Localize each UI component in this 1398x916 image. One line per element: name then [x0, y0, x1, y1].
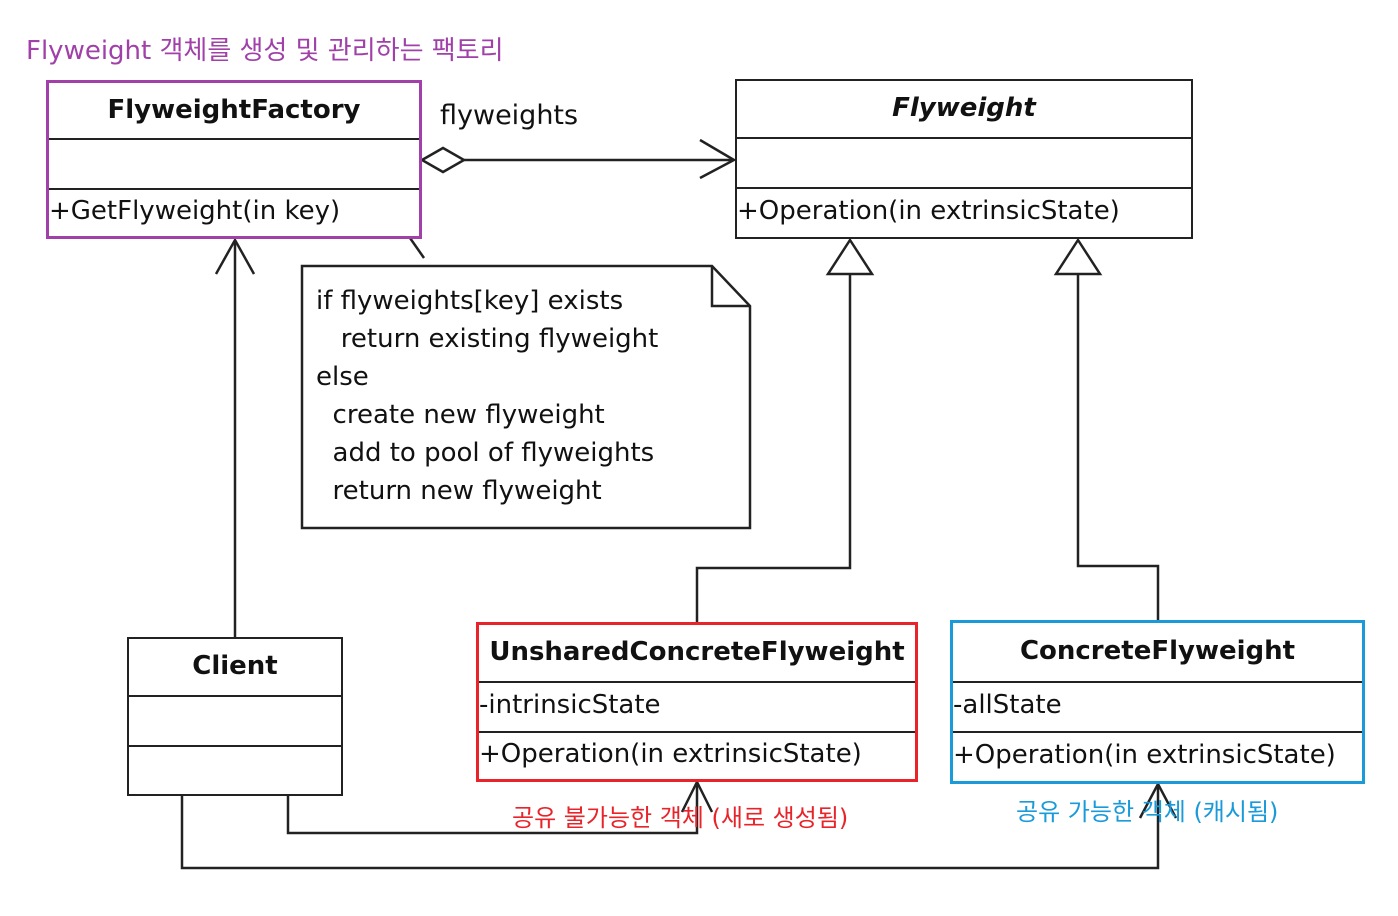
concrete-generalization-triangle — [1053, 237, 1103, 276]
client-concrete-line — [180, 784, 1160, 870]
class-flyweight-factory[interactable]: FlyweightFactory +GetFlyweight(in key) — [46, 80, 422, 239]
class-operations: +Operation(in extrinsicState) — [953, 740, 1336, 770]
note-text: if flyweights[key] exists return existin… — [316, 286, 659, 506]
shared-caption: 공유 가능한 객체 (캐시됨) — [1016, 798, 1279, 826]
concrete-generalization-line — [1076, 274, 1160, 621]
class-unshared-concrete-flyweight[interactable]: UnsharedConcreteFlyweight -intrinsicStat… — [476, 622, 918, 782]
client-concrete-arrowhead — [1138, 781, 1178, 819]
class-operations: +Operation(in extrinsicState) — [479, 739, 862, 769]
client-unshared-line — [286, 782, 699, 835]
class-client[interactable]: Client — [127, 637, 343, 796]
client-unshared-arrowhead — [680, 779, 714, 813]
class-concrete-flyweight[interactable]: ConcreteFlyweight -allState +Operation(i… — [950, 620, 1365, 784]
class-name: UnsharedConcreteFlyweight — [479, 625, 915, 683]
class-name: FlyweightFactory — [49, 83, 419, 140]
class-attributes: -intrinsicState — [479, 683, 915, 733]
aggregation-arrowhead — [699, 138, 737, 180]
unshared-caption: 공유 불가능한 객체 (새로 생성됨) — [512, 804, 849, 832]
class-name: Client — [129, 639, 341, 697]
class-operations: +GetFlyweight(in key) — [49, 196, 341, 226]
unshared-generalization-line — [695, 274, 852, 623]
class-name: ConcreteFlyweight — [953, 623, 1362, 683]
association-label: flyweights — [440, 100, 579, 131]
client-factory-arrowhead — [214, 237, 256, 275]
factory-caption: Flyweight 객체를 생성 및 관리하는 팩토리 — [26, 36, 504, 66]
unshared-generalization-triangle — [825, 237, 875, 276]
aggregation-diamond — [419, 146, 467, 174]
note-shape — [300, 264, 752, 530]
class-attributes — [49, 140, 419, 190]
class-name: Flyweight — [737, 81, 1191, 139]
class-attributes — [129, 697, 341, 747]
class-operations — [129, 747, 341, 794]
class-attributes: -allState — [953, 683, 1362, 733]
class-operations: +Operation(in extrinsicState) — [737, 196, 1120, 226]
class-attributes — [737, 139, 1191, 189]
class-flyweight[interactable]: Flyweight +Operation(in extrinsicState) — [735, 79, 1193, 239]
